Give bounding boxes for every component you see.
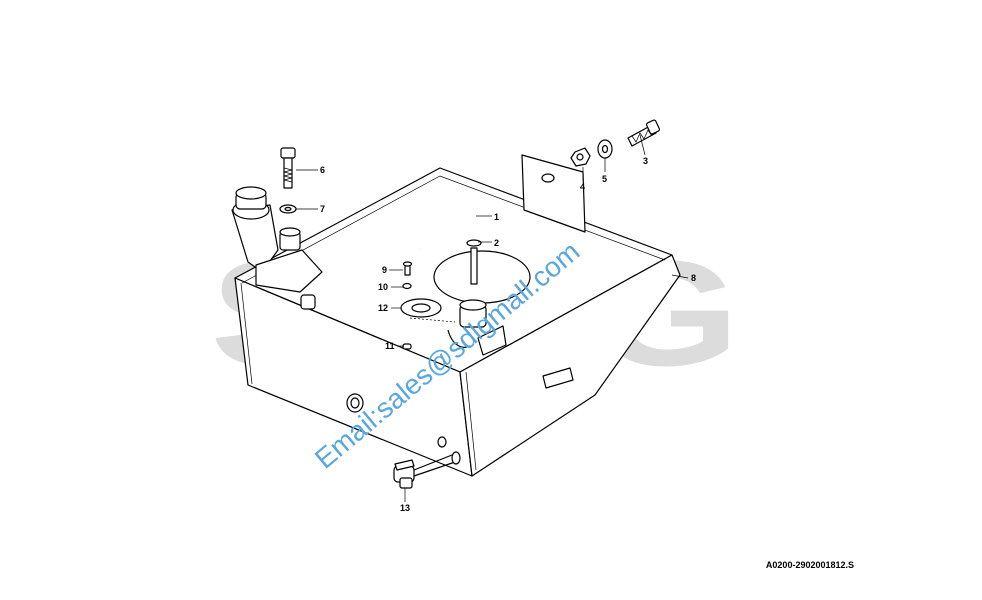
- callout-6: 6: [320, 165, 325, 175]
- callout-13: 13: [400, 503, 410, 513]
- callout-1: 1: [494, 212, 499, 222]
- filler-neck: [231, 186, 323, 310]
- callout-5: 5: [602, 174, 607, 184]
- bolt-3: [627, 119, 661, 147]
- washer-7: [279, 204, 297, 214]
- callout-8: 8: [691, 273, 696, 283]
- drain-valve: [346, 393, 461, 489]
- callout-12: 12: [378, 303, 388, 313]
- callout-2: 2: [494, 238, 499, 248]
- tank-front-panel: [459, 254, 681, 477]
- washer-5: [597, 139, 613, 159]
- leader-lines: [296, 134, 689, 502]
- gasket: [400, 298, 442, 318]
- bolt-6: [279, 147, 297, 214]
- callout-7: 7: [320, 204, 325, 214]
- nut-4: [570, 147, 591, 167]
- mounting-bracket: [521, 154, 586, 233]
- callout-3: 3: [643, 156, 648, 166]
- callout-4: 4: [580, 182, 585, 192]
- sender-unit: [418, 203, 531, 348]
- callout-9: 9: [382, 265, 387, 275]
- callout-labels: 1 2 3 4 5 6 7 8 9 10 12 11 13: [320, 156, 696, 513]
- callout-11: 11: [385, 341, 395, 351]
- top-handle: [477, 325, 507, 356]
- callout-10: 10: [378, 282, 388, 292]
- front-handle: [542, 367, 574, 389]
- tank-body: [234, 167, 681, 477]
- document-reference: A0200-2902001812.S: [765, 560, 854, 570]
